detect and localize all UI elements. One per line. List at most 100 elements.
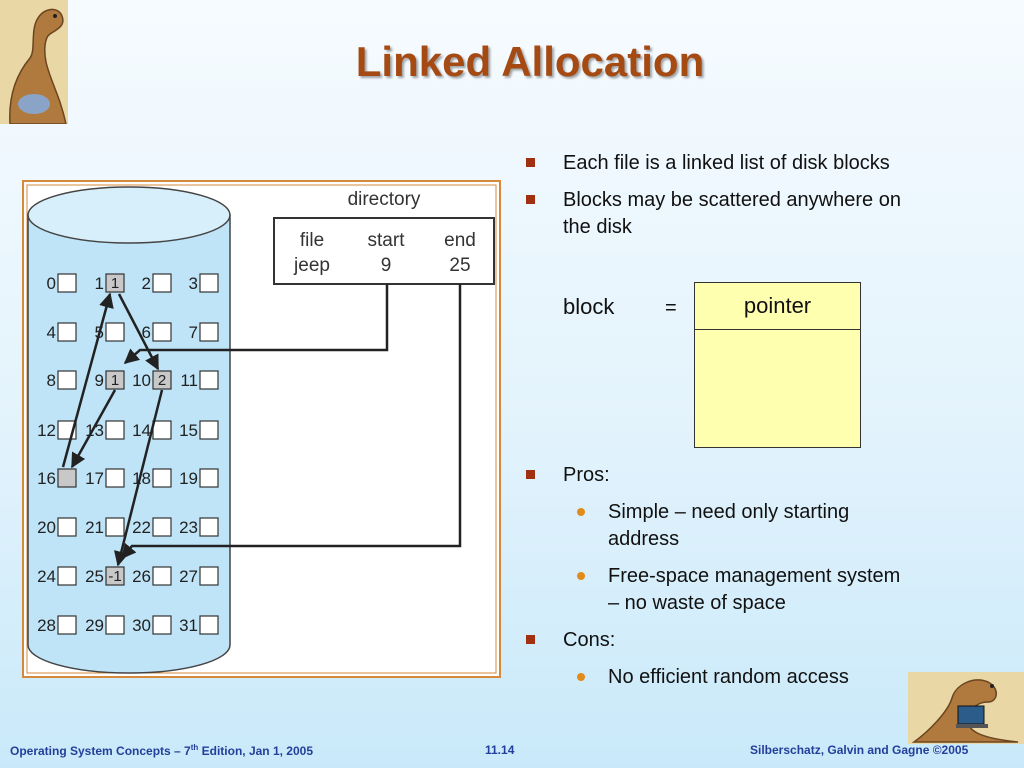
disk-cylinder [27, 214, 231, 674]
equals-sign: = [665, 297, 677, 319]
block-number: 11 [180, 371, 198, 390]
footer-sup: th [190, 743, 199, 752]
block-pointer-value: -1 [108, 568, 121, 585]
slide-title: Linked Allocation [355, 38, 705, 85]
block-number: 31 [179, 616, 198, 635]
block-number: 1 [95, 274, 104, 293]
block-number: 25 [85, 567, 104, 586]
disk-top [27, 186, 231, 244]
block-number: 4 [47, 323, 56, 342]
block-free [199, 273, 219, 293]
block-used [105, 273, 125, 293]
block-number: 3 [189, 274, 198, 293]
directory-cell: 25 [449, 255, 470, 276]
block-used [105, 566, 125, 586]
block-number: 15 [179, 421, 198, 440]
dinosaur-laptop-icon [908, 672, 1024, 744]
block-number: 18 [132, 469, 151, 488]
block-number: 0 [47, 274, 56, 293]
directory-table [273, 217, 495, 285]
block-used [105, 370, 125, 390]
start-pointer-line [123, 284, 389, 364]
block-pointer-value: 1 [111, 372, 119, 389]
block-free [152, 566, 172, 586]
bullet-list-top: Each file is a linked list of disk block… [526, 150, 906, 241]
page-number: 11.14 [485, 743, 515, 757]
block-number: 29 [85, 616, 104, 635]
bullet-item: Cons: [526, 627, 906, 654]
bullet-item: Blocks may be scattered anywhere on the … [526, 187, 906, 241]
block-free [152, 615, 172, 635]
block-free [105, 420, 125, 440]
block-free [105, 322, 125, 342]
block-free [199, 322, 219, 342]
bullet-list-bottom: Pros: Simple – need only starting addres… [526, 462, 906, 691]
block-free [152, 420, 172, 440]
block-free [105, 615, 125, 635]
block-free [105, 468, 125, 488]
block-number: 24 [37, 567, 56, 586]
block-number: 10 [132, 371, 151, 390]
directory-label: directory [348, 189, 421, 210]
block-pointer-value: 2 [158, 372, 166, 389]
chain-1-10 [117, 293, 160, 371]
directory-cell: jeep [293, 255, 330, 276]
block-free [152, 273, 172, 293]
block-free [57, 322, 77, 342]
block-label: block [563, 294, 615, 319]
block-number: 22 [132, 518, 151, 537]
block-number: 20 [37, 518, 56, 537]
block-free [57, 370, 77, 390]
chain-9-16 [70, 389, 117, 469]
block-pointer-value: 1 [111, 275, 119, 292]
chain-16-1 [61, 292, 114, 468]
block-number: 23 [179, 518, 198, 537]
bullet-item-sub: Simple – need only starting address [526, 499, 906, 553]
block-free [57, 273, 77, 293]
footer-copyright: Silberschatz, Galvin and Gagne ©2005 [750, 743, 969, 757]
block-number: 27 [179, 567, 198, 586]
block-free [152, 517, 172, 537]
block-used [152, 370, 172, 390]
block-number: 7 [189, 323, 198, 342]
footer-course: Operating System Concepts – 7th Edition,… [10, 743, 313, 758]
bullet-item: Each file is a linked list of disk block… [526, 150, 906, 177]
block-number: 12 [37, 421, 56, 440]
block-free [199, 517, 219, 537]
bullet-item-sub: No efficient random access [526, 664, 906, 691]
block-free [199, 370, 219, 390]
block-free [57, 615, 77, 635]
block-number: 6 [142, 323, 151, 342]
block-free [199, 615, 219, 635]
dinosaur-mascot-icon [0, 0, 68, 124]
block-free [152, 468, 172, 488]
directory-header: file [300, 230, 324, 251]
directory-header: end [444, 230, 476, 251]
block-free [57, 566, 77, 586]
block-used [57, 468, 77, 488]
block-free [105, 517, 125, 537]
directory-header: start [368, 230, 406, 251]
block-number: 2 [142, 274, 151, 293]
block-number: 16 [37, 469, 56, 488]
footer-course-text-end: Edition, Jan 1, 2005 [198, 744, 314, 758]
chain-10-25 [114, 389, 164, 567]
block-number: 9 [95, 371, 104, 390]
directory-cell: 9 [381, 255, 392, 276]
pointer-field: pointer [695, 283, 860, 330]
bullet-item: Pros: [526, 462, 906, 489]
block-number: 8 [47, 371, 56, 390]
block-number: 19 [179, 469, 198, 488]
block-structure-box: pointer [694, 282, 861, 448]
footer-course-text: Operating System Concepts – 7 [10, 744, 191, 758]
block-number: 17 [85, 469, 104, 488]
block-free [152, 322, 172, 342]
block-number: 28 [37, 616, 56, 635]
block-free [57, 517, 77, 537]
block-number: 21 [85, 518, 104, 537]
bullet-item-sub: Free-space management system – no waste … [526, 563, 906, 617]
block-free [199, 468, 219, 488]
block-free [199, 566, 219, 586]
block-free [199, 420, 219, 440]
